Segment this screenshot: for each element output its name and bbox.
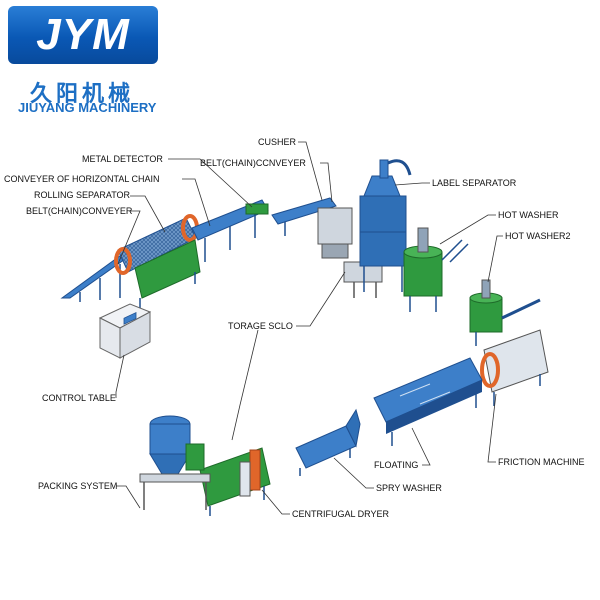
crusher-machine	[317, 207, 353, 259]
label-conveyer-horizontal-chain: CONVEYER OF HORIZONTAL CHAIN	[4, 174, 160, 184]
label-label-separator: LABEL SEPARATOR	[432, 178, 517, 188]
label-rolling-separator: ROLLING SEPARATOR	[34, 190, 131, 200]
label-torage-sclo: TORAGE SCLO	[228, 321, 293, 331]
label-belt-chain-ccnveyer: BELT(CHAIN)CCNVEYER	[200, 158, 306, 168]
brand-logo-box	[8, 6, 158, 64]
label-hot-washer: HOT WASHER	[498, 210, 559, 220]
label-friction-machine: FRICTION MACHINE	[498, 457, 585, 467]
spry-washer-machine	[295, 408, 361, 476]
horizontal-chain-conveyer-machine	[191, 199, 269, 262]
friction-machine	[480, 329, 549, 406]
label-metal-detector: METAL DETECTOR	[82, 154, 163, 164]
label-floating: FLOATING	[374, 460, 418, 470]
company-name-chinese: 久阳机械	[30, 82, 135, 107]
control-table-machine	[98, 303, 152, 359]
label-spry-washer: SPRY WASHER	[376, 483, 442, 493]
label-centrifugal-dryer: CENTRIFUGAL DRYER	[292, 509, 390, 519]
hot-washer2-machine	[469, 279, 541, 346]
rolling-separator-machine	[114, 214, 201, 308]
label-separator-machine	[359, 159, 412, 292]
label-packing-system: PACKING SYSTEM	[38, 481, 117, 491]
company-name-english: JIUYANG MACHINERY	[18, 100, 157, 115]
brand-logo-text: JYM	[36, 10, 130, 59]
label-belt-chain-conveyer: BELT(CHAIN)CONVEYER	[26, 206, 133, 216]
label-cusher: CUSHER	[258, 137, 297, 147]
label-control-table: CONTROL TABLE	[42, 393, 116, 403]
floating-tank-machine	[373, 357, 483, 446]
storage-silo-machine	[343, 261, 383, 298]
packing-system-machine	[139, 415, 211, 510]
leader-lines	[115, 141, 503, 515]
label-hot-washer2: HOT WASHER2	[505, 231, 571, 241]
hot-washer-machine	[403, 227, 469, 312]
metal-detector-unit	[245, 203, 269, 215]
